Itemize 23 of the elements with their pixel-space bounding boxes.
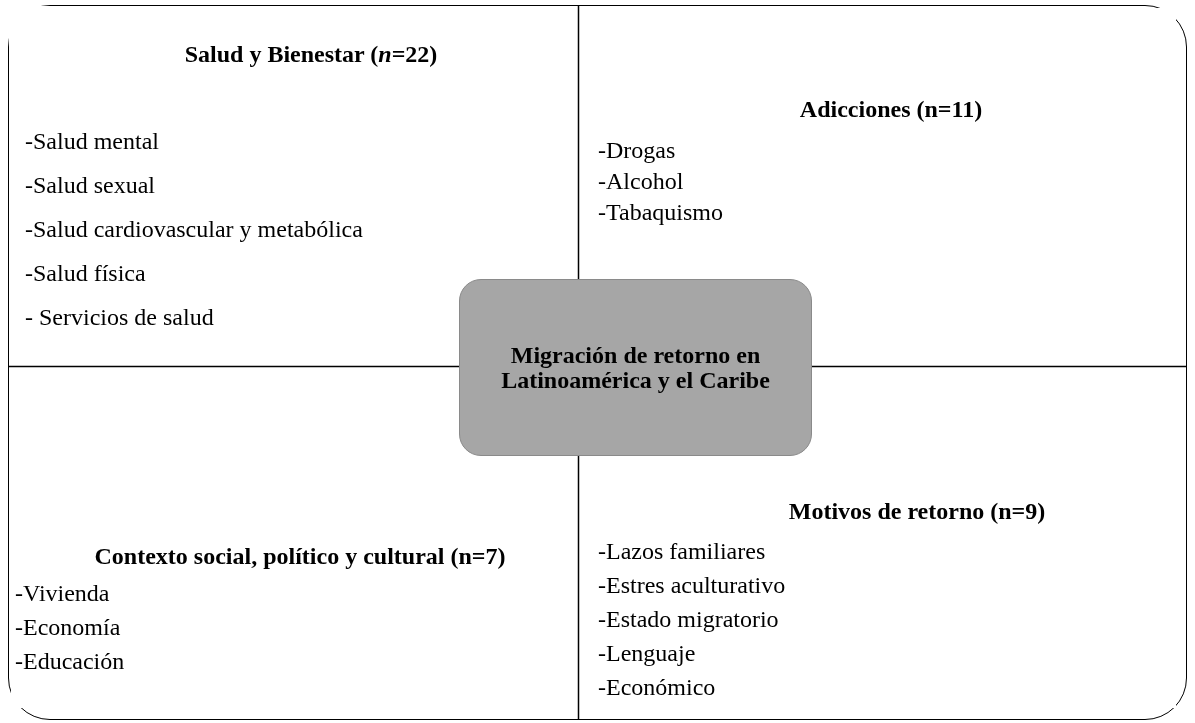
list-item: - Servicios de salud	[25, 303, 214, 331]
list-item: -Económico	[598, 673, 716, 701]
list-item: -Salud mental	[25, 127, 159, 155]
category-heading: Adicciones (n=11)	[799, 95, 983, 123]
list-item: -Estres aculturativo	[598, 571, 786, 599]
category-heading: Motivos de retorno (n=9)	[788, 497, 1046, 525]
topic-title: Migración de retorno en Latinoamérica y el Caribe	[500, 342, 771, 393]
list-item: -Drogas	[598, 136, 676, 164]
list-item: -Estado migratorio	[598, 605, 779, 633]
category-heading: Contexto social, político y cultural (n=7)	[94, 542, 506, 570]
list-item: -Tabaquismo	[598, 198, 723, 226]
list-item: -Salud sexual	[25, 171, 155, 199]
rounded-frame	[8, 5, 1187, 720]
list-item: -Educación	[15, 647, 125, 675]
central-topic-box	[459, 279, 812, 456]
list-item: -Vivienda	[15, 579, 110, 607]
list-item: -Salud física	[25, 259, 146, 287]
list-item: -Salud cardiovascular y metabólica	[25, 215, 363, 243]
list-item: -Alcohol	[598, 167, 684, 195]
list-item: -Economía	[15, 613, 121, 641]
list-item: -Lazos familiares	[598, 537, 766, 565]
list-item: -Lenguaje	[598, 639, 696, 667]
category-heading: Salud y Bienestar (n=22)	[184, 40, 438, 68]
